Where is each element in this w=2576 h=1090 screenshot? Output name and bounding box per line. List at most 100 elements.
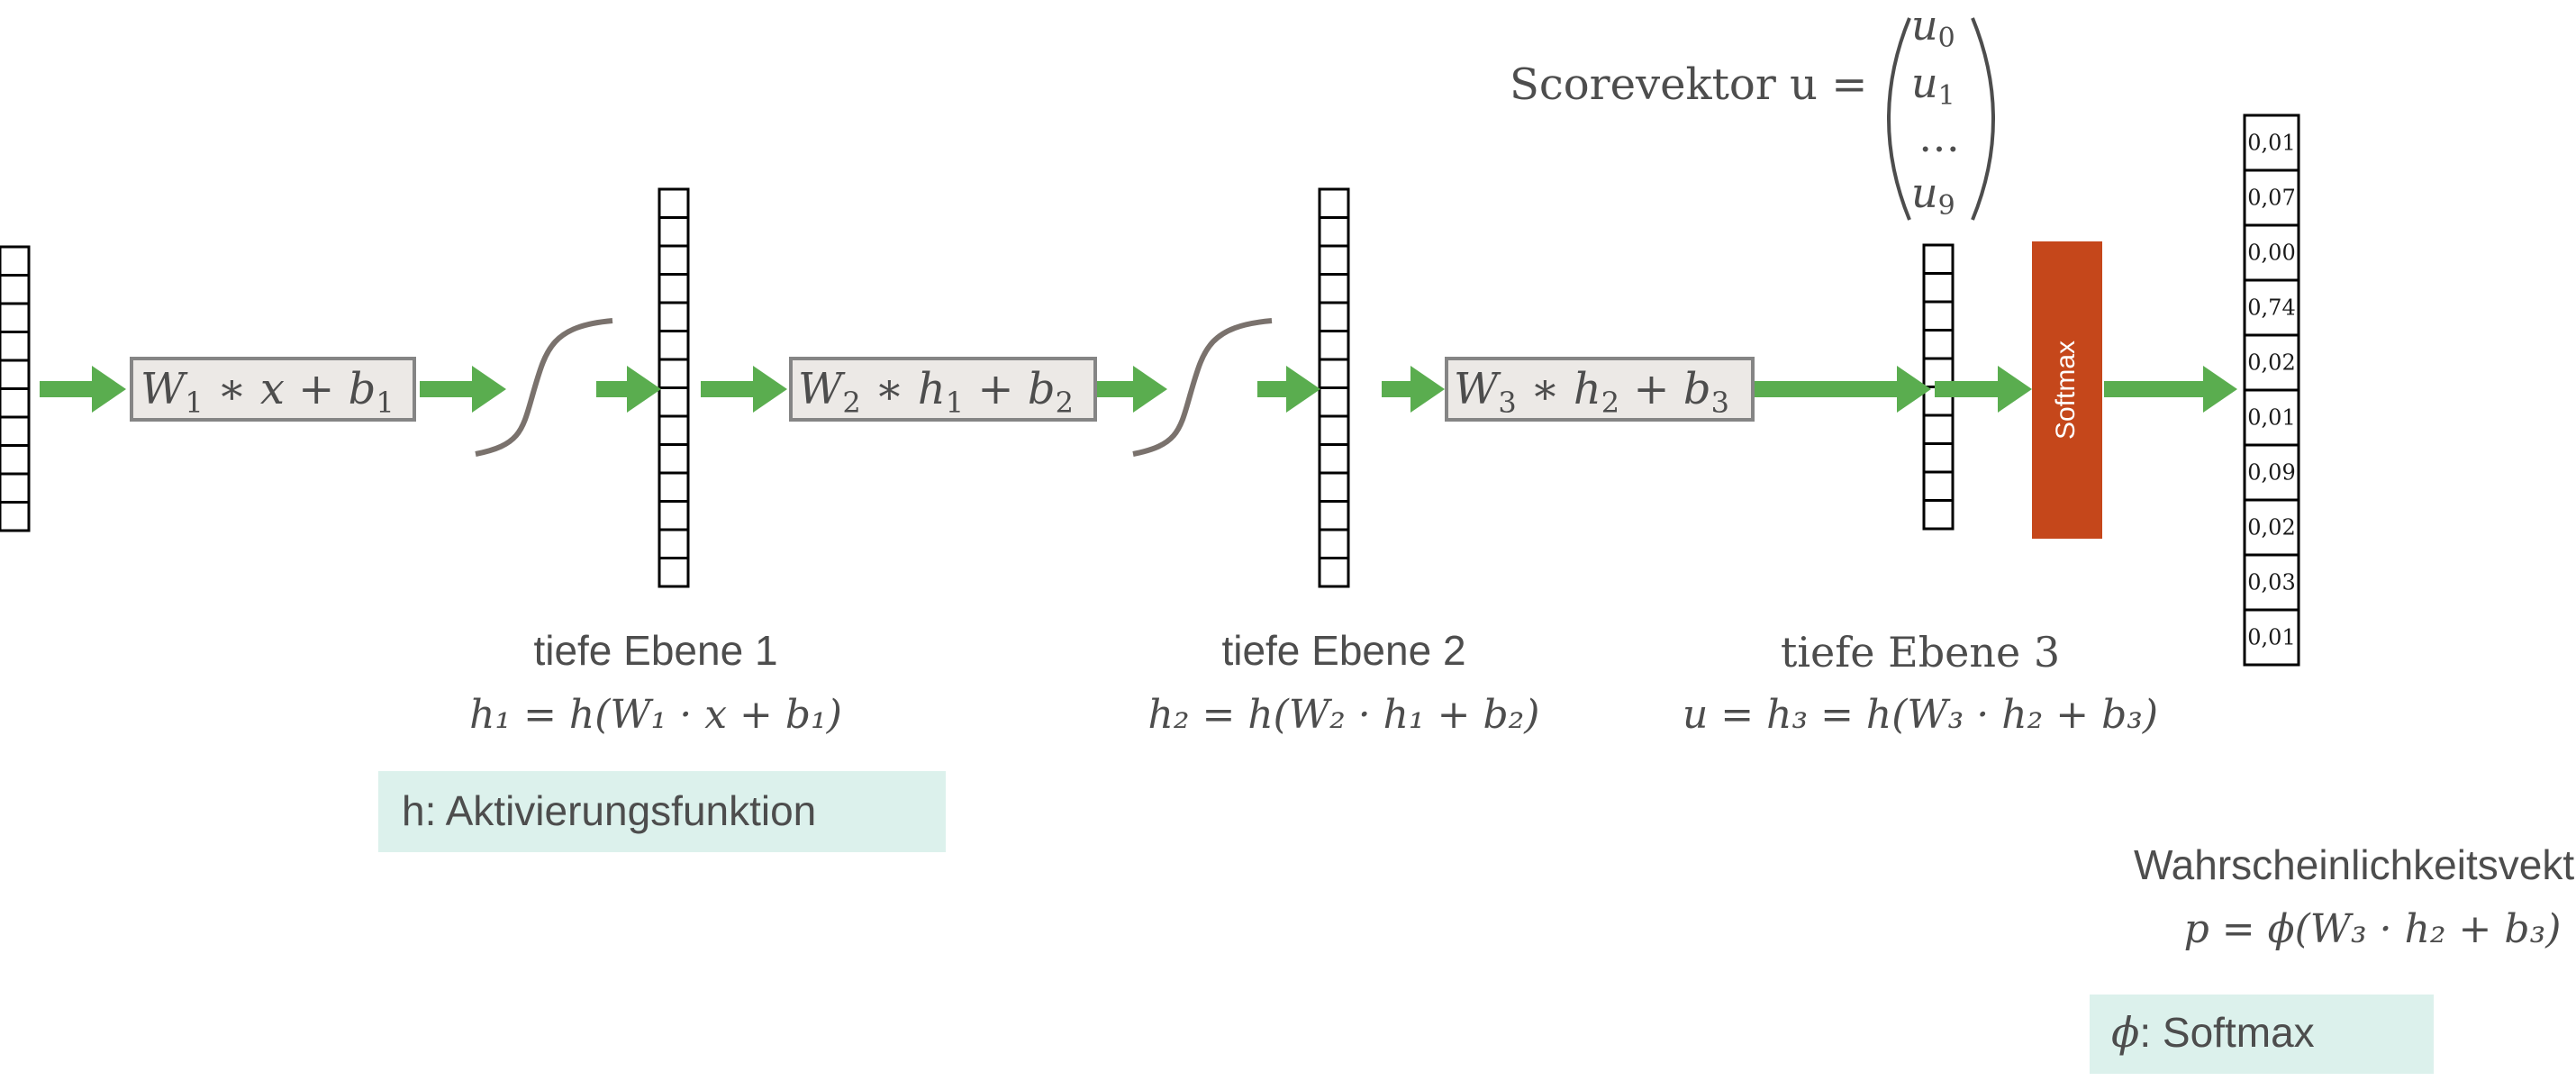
flow-arrow-head	[627, 366, 661, 413]
transform-formula-2: W2 ∗ h1 + b2	[798, 364, 1074, 420]
flow-arrow-head	[1897, 366, 1931, 413]
flow-arrow-shaft	[1382, 381, 1410, 397]
hidden-vector-1-cell	[658, 216, 690, 248]
activation-note: h: Aktivierungsfunktion	[378, 771, 946, 852]
flow-arrow-shaft	[420, 381, 472, 397]
probability-value: 0,07	[2247, 186, 2295, 211]
input-vector-cell	[0, 302, 31, 333]
flow-arrow-head	[1286, 366, 1320, 413]
output-formula: p = ϕ(W₃ · h₂ + b₃)	[2184, 906, 2562, 952]
score-vector-cell	[1922, 272, 1955, 304]
flow-arrow-shaft	[701, 381, 753, 397]
hidden-vector-1	[658, 187, 690, 588]
probability-value: 0,02	[2247, 350, 2295, 376]
flow-arrow-shaft	[40, 381, 92, 397]
hidden-vector-2-cell	[1318, 443, 1350, 475]
score-vector-cell	[1922, 499, 1955, 531]
hidden-vector-2	[1318, 187, 1350, 588]
hidden-vector-2-cell	[1318, 244, 1350, 276]
hidden-vector-1-cell	[658, 500, 690, 531]
softmax-label: Softmax	[2051, 341, 2081, 440]
probability-value: 0,01	[2247, 405, 2295, 431]
probability-value: 0,09	[2247, 460, 2295, 486]
hidden-vector-2-cell	[1318, 301, 1350, 332]
hidden-vector-1-cell	[658, 557, 690, 588]
hidden-vector-2-cell	[1318, 471, 1350, 503]
scorevektor-entries: u0 u1 … u9	[1911, 1, 1960, 222]
transform-box-3: W3 ∗ h2 + b3	[1445, 357, 1755, 422]
score-vector-cell	[1922, 442, 1955, 474]
score-entry-9: u9	[1911, 168, 1955, 222]
probability-value: 0,02	[2247, 515, 2295, 540]
hidden-vector-1-cell	[658, 244, 690, 276]
probability-value: 0,03	[2247, 570, 2295, 595]
flow-arrow-shaft	[596, 381, 627, 397]
transform-formula-3: W3 ∗ h2 + b3	[1454, 364, 1729, 420]
input-vector-cell	[0, 359, 31, 390]
softmax-note: ϕ: Softmax	[2090, 995, 2434, 1074]
probability-value: 0,74	[2247, 295, 2295, 321]
probability-value: 0,00	[2247, 241, 2295, 266]
flow-arrows	[40, 366, 2237, 413]
transform-box-2: W2 ∗ h1 + b2	[789, 357, 1097, 422]
flow-arrow-head	[1133, 366, 1167, 413]
layer-title-1: tiefe Ebene 1	[533, 627, 777, 674]
input-vector-cell	[0, 245, 31, 277]
score-entry-0: u0	[1911, 1, 1955, 54]
layer-formula-2: h₂ = h(W₂ · h₁ + b₂)	[1148, 692, 1540, 738]
score-vector-cell	[1922, 470, 1955, 502]
layer-formula-3: u = h₃ = h(W₃ · h₂ + b₃)	[1683, 692, 2158, 738]
layer-formula-1: h₁ = h(W₁ · x + b₁)	[469, 692, 842, 738]
score-entry-ellipsis: …	[1918, 113, 1960, 161]
softmax-note-text: ϕ: Softmax	[2111, 1008, 2315, 1057]
flow-arrow-shaft	[1257, 381, 1286, 397]
flow-arrow-shaft	[1086, 381, 1133, 397]
probability-cell	[2243, 388, 2300, 447]
flow-arrow-head	[1998, 366, 2032, 413]
hidden-vector-1-cell	[658, 386, 690, 418]
input-vector-cell	[0, 444, 31, 476]
flow-arrow-head	[2203, 366, 2237, 413]
input-vector-cell	[0, 501, 31, 532]
flow-arrow-head	[753, 366, 787, 413]
activation-curve-2	[1132, 318, 1273, 457]
input-vector-cell	[0, 331, 31, 362]
activation-curve-1	[475, 318, 613, 457]
probability-cell	[2243, 443, 2300, 502]
hidden-vector-2-cell	[1318, 414, 1350, 446]
hidden-vector-2-cell	[1318, 386, 1350, 418]
output-title: Wahrscheinlichkeitsvektor	[2134, 841, 2576, 888]
hidden-vector-2-cell	[1318, 216, 1350, 248]
transform-box-1: W1 ∗ x + b1	[130, 357, 416, 422]
input-vector-cell	[0, 472, 31, 504]
hidden-vector-1-cell	[658, 273, 690, 304]
activation-note-text: h: Aktivierungsfunktion	[402, 787, 816, 834]
flow-arrow-head	[1410, 366, 1445, 413]
flow-arrow-head	[92, 366, 126, 413]
flow-arrow-head	[472, 366, 506, 413]
hidden-vector-1-cell	[658, 358, 690, 389]
scorevektor-label: Scorevektor u =	[1510, 59, 1867, 110]
input-vector-cell	[0, 415, 31, 447]
hidden-vector-2-cell	[1318, 500, 1350, 531]
score-entry-1: u1	[1911, 59, 1955, 112]
hidden-vector-1-cell	[658, 471, 690, 503]
score-vector-cell	[1922, 243, 1955, 275]
transform-formula-1: W1 ∗ x + b1	[141, 364, 395, 420]
probability-value: 0,01	[2247, 131, 2295, 156]
input-vector-cell	[0, 274, 31, 305]
layer-title-2: tiefe Ebene 2	[1221, 627, 1465, 674]
probability-cell	[2243, 553, 2300, 612]
hidden-vector-1-cell	[658, 443, 690, 475]
hidden-vector-2-cell	[1318, 187, 1350, 219]
flow-arrow-shaft	[1753, 381, 1897, 397]
hidden-vector-2-cell	[1318, 330, 1350, 361]
probability-cell	[2243, 114, 2300, 172]
hidden-vector-2-cell	[1318, 528, 1350, 559]
layer-title-3: tiefe Ebene 3	[1781, 628, 2060, 677]
probability-vector: 0,01 0,07 0,00 0,74 0,02 0,01 0,09 0,02 0,03 0,01	[2243, 114, 2300, 667]
probability-value: 0,01	[2247, 625, 2295, 650]
probability-cell	[2243, 608, 2300, 667]
hidden-vector-2-cell	[1318, 557, 1350, 588]
